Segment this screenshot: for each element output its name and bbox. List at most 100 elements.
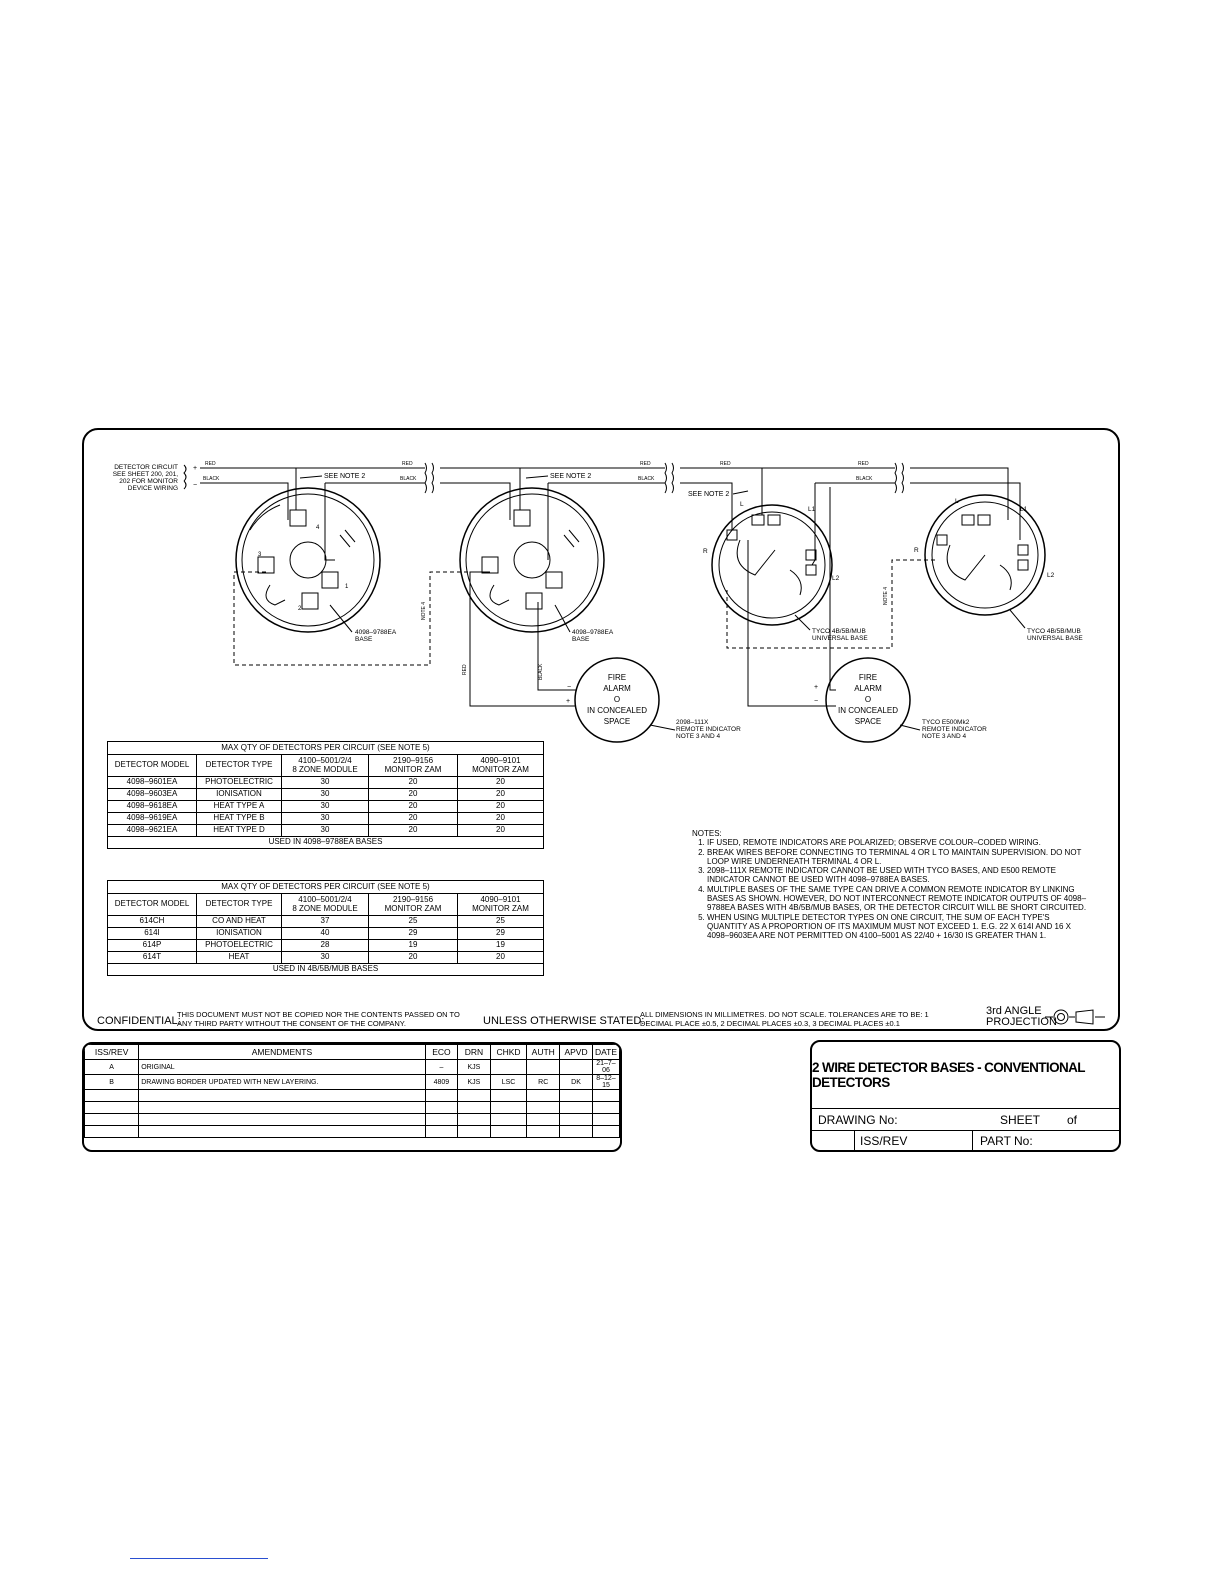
base-4-tyco-universal: [924, 494, 1046, 616]
svg-text:−: −: [193, 482, 197, 489]
svg-text:O: O: [865, 695, 871, 704]
base-1-4098-9788ea: [235, 487, 381, 633]
svg-text:+: +: [193, 465, 197, 472]
svg-text:IN CONCEALED: IN CONCEALED: [838, 706, 898, 715]
svg-text:REMOTE INDICATOR: REMOTE INDICATOR: [922, 726, 987, 733]
notes-heading: NOTES:: [692, 829, 722, 838]
table-row: [84, 1125, 620, 1138]
table-row: [84, 1113, 620, 1126]
note-item: 2098–111X REMOTE INDICATOR CANNOT BE USE…: [707, 866, 1092, 885]
svg-text:4098–9788EA: 4098–9788EA: [355, 629, 397, 636]
note-item: IF USED, REMOTE INDICATORS ARE POLARIZED…: [707, 838, 1092, 847]
svg-text:BLACK: BLACK: [400, 476, 417, 482]
svg-text:BASE: BASE: [572, 636, 590, 643]
tolerances-text: ALL DIMENSIONS IN MILLIMETRES. DO NOT SC…: [640, 1010, 929, 1028]
table-footer: USED IN 4098–9788EA BASES: [107, 836, 544, 849]
svg-text:DEVICE WIRING: DEVICE WIRING: [128, 485, 178, 492]
circuit-note: DETECTOR CIRCUIT SEE SHEET 200, 201, 202…: [113, 464, 179, 492]
base-2-4098-9788ea: [459, 487, 605, 633]
svg-text:NOTE 4: NOTE 4: [421, 602, 427, 620]
svg-text:202 FOR MONITOR: 202 FOR MONITOR: [119, 478, 178, 485]
svg-text:4: 4: [316, 525, 320, 531]
confidential-text: THIS DOCUMENT MUST NOT BE COPIED NOR THE…: [177, 1010, 460, 1028]
part-number-label: PART No:: [980, 1134, 1033, 1148]
svg-text:RED: RED: [640, 461, 651, 467]
svg-text:FIRE: FIRE: [859, 673, 877, 682]
table-footer: USED IN 4B/5B/MUB BASES: [107, 963, 544, 976]
drawing-frame: [82, 428, 1120, 1031]
remote-indicator-1: [574, 657, 660, 743]
svg-text:3: 3: [258, 552, 262, 558]
drawing-title: 2 WIRE DETECTOR BASES - CONVENTIONAL DET…: [812, 1042, 1119, 1109]
wire-red-main: [200, 467, 1009, 520]
svg-text:4098–9788EA: 4098–9788EA: [572, 629, 614, 636]
svg-text:2098–111X: 2098–111X: [676, 719, 709, 726]
svg-text:−: −: [814, 698, 818, 705]
svg-text:NOTE 3 AND 4: NOTE 3 AND 4: [676, 733, 720, 740]
svg-text:SEE NOTE 2: SEE NOTE 2: [324, 473, 365, 480]
svg-text:L1: L1: [808, 506, 816, 513]
svg-text:ALARM: ALARM: [603, 684, 631, 693]
amendments-table: ISS/REV AMENDMENTS ECO DRN CHKD AUTH APV…: [82, 1042, 622, 1152]
svg-text:1: 1: [345, 584, 349, 590]
svg-text:UNIVERSAL BASE: UNIVERSAL BASE: [1027, 635, 1083, 642]
max-qty-table-tyco: MAX QTY OF DETECTORS PER CIRCUIT (SEE NO…: [107, 880, 544, 976]
svg-text:−: −: [567, 684, 571, 691]
svg-text:+: +: [566, 698, 570, 705]
notes-block: NOTES: IF USED, REMOTE INDICATORS ARE PO…: [692, 829, 1092, 941]
svg-text:DETECTOR CIRCUIT: DETECTOR CIRCUIT: [114, 464, 178, 471]
svg-text:IN CONCEALED: IN CONCEALED: [587, 706, 647, 715]
table-row: [84, 1089, 620, 1102]
title-block: 2 WIRE DETECTOR BASES - CONVENTIONAL DET…: [810, 1040, 1121, 1152]
svg-text:R: R: [703, 548, 708, 555]
svg-text:BASE: BASE: [355, 636, 373, 643]
svg-text:L1: L1: [1020, 506, 1028, 513]
svg-text:SEE NOTE 2: SEE NOTE 2: [688, 491, 729, 498]
iss-rev-label: ISS/REV: [860, 1134, 908, 1148]
svg-text:L: L: [740, 501, 744, 508]
svg-text:SEE SHEET 200, 201,: SEE SHEET 200, 201,: [113, 471, 178, 478]
svg-text:+: +: [814, 684, 818, 691]
note-item: BREAK WIRES BEFORE CONNECTING TO TERMINA…: [707, 848, 1092, 867]
svg-text:SPACE: SPACE: [855, 717, 882, 726]
projection-symbol-icon: [1045, 1009, 1105, 1025]
svg-text:BLACK: BLACK: [638, 476, 655, 482]
svg-text:RED: RED: [462, 664, 468, 675]
svg-text:BLACK: BLACK: [538, 663, 544, 680]
svg-text:NOTE 4: NOTE 4: [883, 587, 889, 605]
unless-stated-label: UNLESS OTHERWISE STATED:: [483, 1015, 645, 1027]
svg-text:L2: L2: [1047, 572, 1055, 579]
note-item: MULTIPLE BASES OF THE SAME TYPE CAN DRIV…: [707, 885, 1092, 913]
svg-text:TYCO 4B/5B/MUB: TYCO 4B/5B/MUB: [812, 628, 866, 635]
confidential-label: CONFIDENTIAL:: [97, 1015, 181, 1027]
svg-text:RED: RED: [205, 461, 216, 467]
svg-text:R: R: [914, 547, 919, 554]
sheet-of-label: of: [1067, 1113, 1078, 1127]
table-title: MAX QTY OF DETECTORS PER CIRCUIT (SEE NO…: [107, 741, 544, 755]
svg-text:RED: RED: [402, 461, 413, 467]
svg-text:RED: RED: [720, 461, 731, 467]
wiring-diagram: DETECTOR CIRCUIT SEE SHEET 200, 201, 202…: [113, 461, 1083, 743]
svg-text:RED: RED: [858, 461, 869, 467]
table-title: MAX QTY OF DETECTORS PER CIRCUIT (SEE NO…: [107, 880, 544, 894]
svg-text:2: 2: [298, 606, 302, 612]
projection-label: 3rd ANGLE PROJECTION: [986, 1005, 1057, 1028]
svg-text:BLACK: BLACK: [203, 476, 220, 482]
svg-text:REMOTE INDICATOR: REMOTE INDICATOR: [676, 726, 741, 733]
svg-text:O: O: [614, 695, 620, 704]
svg-text:TYCO E500Mk2: TYCO E500Mk2: [922, 719, 970, 726]
divider: [130, 1558, 268, 1559]
svg-text:TYCO 4B/5B/MUB: TYCO 4B/5B/MUB: [1027, 628, 1081, 635]
svg-text:L2: L2: [832, 575, 840, 582]
remote-indicator-2: [825, 657, 911, 743]
svg-text:SEE NOTE 2: SEE NOTE 2: [550, 473, 591, 480]
